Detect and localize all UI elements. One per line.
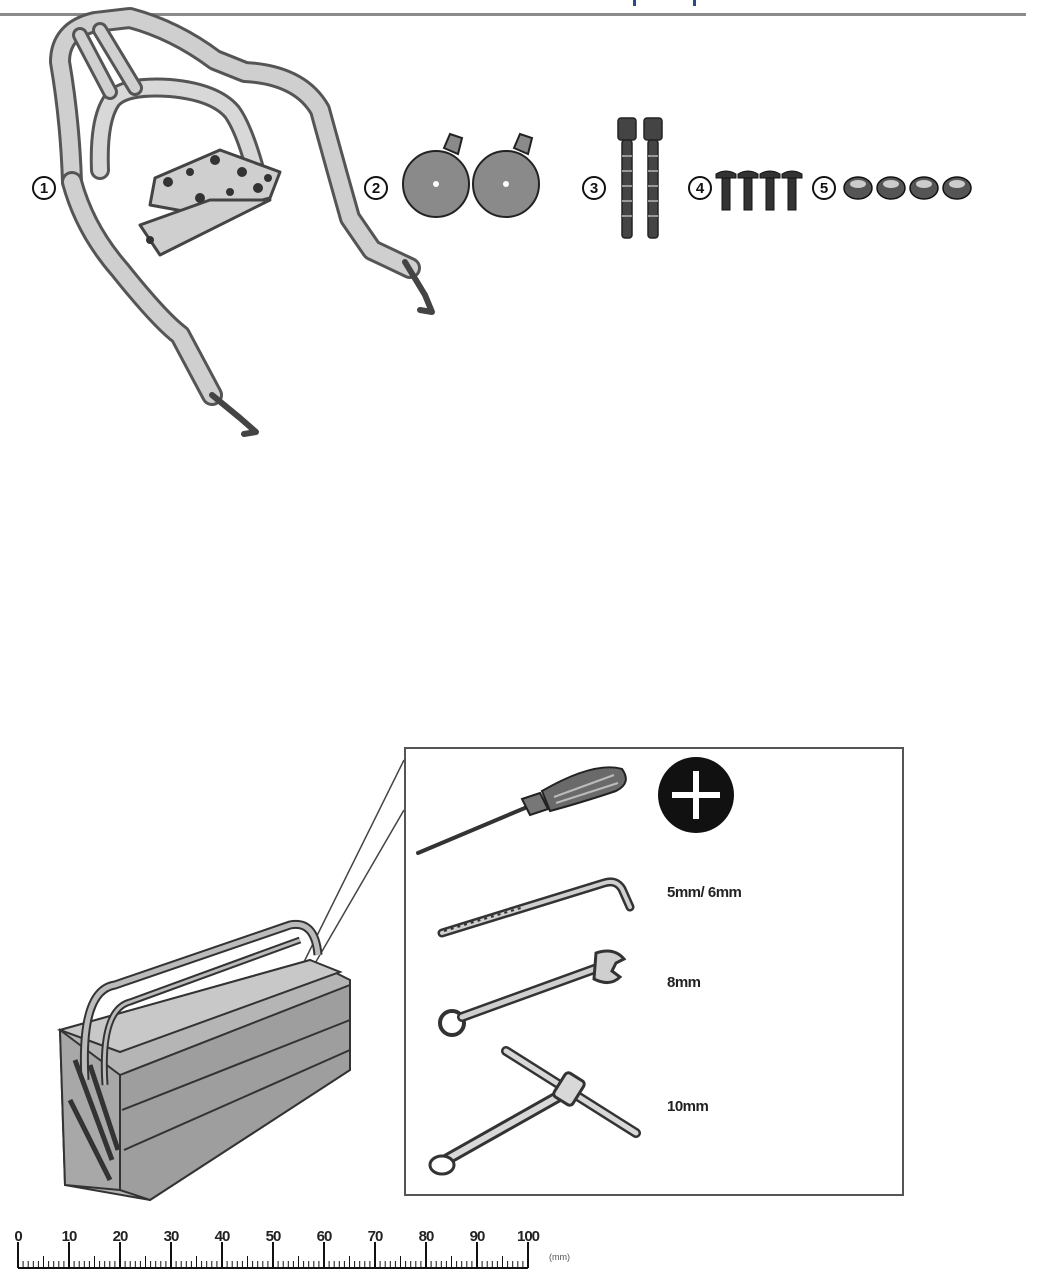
part-number-2: 2	[364, 176, 388, 200]
ruler-tick-label: 100	[516, 1228, 540, 1245]
wrench-size-label: 8mm	[667, 974, 701, 991]
header-fragment-mark	[633, 0, 636, 6]
ruler-tick-label: 0	[14, 1228, 22, 1245]
ruler-unit-label: (mm)	[549, 1252, 570, 1262]
ruler-tick-label: 40	[214, 1228, 231, 1245]
long-bolts	[617, 117, 663, 239]
required-tools-panel	[404, 747, 904, 1196]
lock-nuts	[843, 176, 972, 200]
part-number-4: 4	[688, 176, 712, 200]
part-number-1: 1	[32, 176, 56, 200]
part-number-3: 3	[582, 176, 606, 200]
ruler-tick-label: 20	[112, 1228, 129, 1245]
t-socket-wrench-icon	[428, 1046, 641, 1176]
ruler-tick-label: 10	[61, 1228, 78, 1245]
wrench-icon	[438, 949, 627, 1037]
ruler-tick-label: 80	[418, 1228, 435, 1245]
ruler-tick-label: 90	[469, 1228, 486, 1245]
measurement-ruler	[17, 1242, 529, 1269]
phillips-head-icon	[658, 757, 734, 833]
short-screws	[715, 170, 803, 211]
top-divider	[0, 13, 1026, 16]
spacer-discs	[402, 132, 540, 218]
ruler-tick-label: 50	[265, 1228, 282, 1245]
tools-illustrations	[416, 757, 734, 1176]
allen-key-size-label: 5mm/ 6mm	[667, 884, 742, 901]
socket-size-label: 10mm	[667, 1098, 709, 1115]
toolbox-illustration	[56, 759, 405, 1202]
part-number-5: 5	[812, 176, 836, 200]
ruler-tick-label: 60	[316, 1228, 333, 1245]
allen-key-icon	[437, 877, 635, 938]
screwdriver-icon	[416, 766, 627, 855]
ruler-tick-label: 70	[367, 1228, 384, 1245]
rack-frame-illustration	[49, 7, 435, 437]
header-fragment-mark	[693, 0, 696, 6]
ruler-tick-label: 30	[163, 1228, 180, 1245]
